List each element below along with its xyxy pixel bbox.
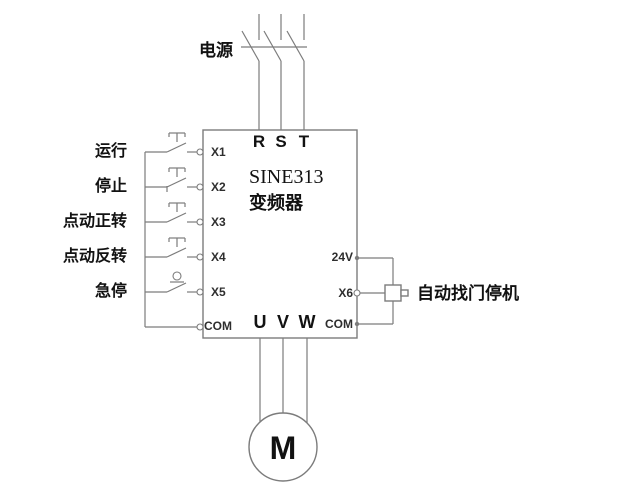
terminal-x1-label: X1 (211, 145, 226, 159)
terminal-u-label: U (253, 312, 267, 332)
inverter-model: SINE313 (249, 166, 324, 188)
terminal-com-left-label: COM (204, 319, 232, 333)
run-label: 运行 (94, 143, 127, 160)
power-feed-lines (258, 61, 305, 130)
stop-label: 停止 (94, 178, 127, 195)
door-switch-circuit (353, 255, 409, 327)
terminal-x2-label: X2 (211, 180, 226, 194)
door-switch-body (384, 284, 402, 302)
inverter-type-label: 变频器 (249, 193, 303, 213)
jog-reverse-label: 点动反转 (62, 248, 127, 265)
jog-forward-label: 点动正转 (62, 213, 127, 230)
motor-label: M (269, 430, 297, 466)
motor-symbol (248, 412, 318, 482)
terminal-v-label: V (276, 312, 289, 332)
terminal-w-label: W (298, 312, 316, 332)
inverter-box (202, 129, 358, 339)
terminal-r-label: R (252, 132, 266, 151)
left-common-bus (144, 152, 204, 331)
run-button-symbol (145, 132, 204, 156)
terminal-com-left-circle (196, 323, 204, 331)
terminal-x4-label: X4 (211, 250, 226, 264)
estop-label: 急停 (94, 283, 127, 300)
estop-button-symbol (145, 271, 204, 296)
terminal-x6-circle (353, 289, 361, 297)
terminal-com-right-label: COM (325, 317, 353, 331)
jog-reverse-button-symbol (145, 237, 204, 261)
door-switch-label: 自动找门停机 (417, 284, 519, 303)
motor-feed-lines (259, 338, 308, 423)
terminal-x5-label: X5 (211, 285, 226, 299)
power-label: 电源 (199, 41, 233, 60)
jog-forward-button-symbol (145, 202, 204, 226)
terminal-s-label: S (275, 132, 287, 151)
terminal-x6-label: X6 (338, 286, 353, 300)
stop-button-symbol (145, 167, 204, 192)
door-switch-plunger (400, 289, 409, 297)
terminal-24v-label: 24V (331, 250, 353, 264)
power-disconnect-switch (241, 14, 307, 62)
terminal-x3-label: X3 (211, 215, 226, 229)
terminal-t-label: T (298, 132, 310, 151)
